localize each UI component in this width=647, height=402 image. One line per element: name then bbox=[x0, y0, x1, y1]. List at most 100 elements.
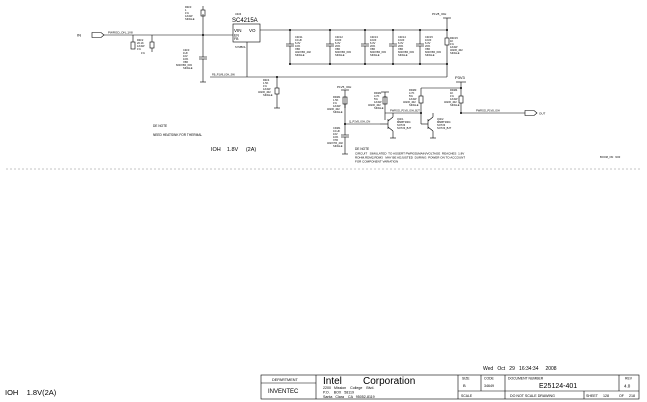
transistor-q4f2 bbox=[427, 113, 436, 139]
ic-ref: U403 bbox=[235, 12, 242, 16]
input-net: IN PWRGD_ON_1V8 bbox=[77, 31, 233, 38]
address-1: 2200 Mission College Blvd. bbox=[323, 386, 374, 390]
r4f15-v3: 402/R_402 bbox=[450, 48, 463, 52]
rev-value: 4.0 bbox=[624, 384, 631, 389]
r4f3-v1: 1% bbox=[185, 11, 189, 15]
c4f13-v0: 10UF bbox=[370, 38, 377, 42]
rdm2-v1: 5% bbox=[374, 97, 378, 101]
c4f15-v2: 20% bbox=[425, 44, 431, 48]
c4f11-v2: 10% bbox=[295, 44, 301, 48]
c4f11-v1: 6.3V bbox=[295, 41, 301, 45]
q4f1-ref: Q4F1 bbox=[397, 117, 404, 121]
note-thermal-1: DE NOTE bbox=[153, 124, 167, 128]
rdm1-ref: RDM1 bbox=[333, 95, 341, 99]
rdm2-ref: RDM2 bbox=[374, 91, 382, 95]
rdm1-v2: 1/16W bbox=[333, 104, 341, 108]
rdm1-v3: 402/R_402 bbox=[327, 107, 340, 111]
cdm1-v5: SINGLE bbox=[333, 144, 343, 148]
output-net-label: PWRGD_P1V8_IOH bbox=[476, 109, 500, 113]
rdm3-v2: 1/16W bbox=[409, 97, 417, 101]
c4f15-v3: X5R bbox=[425, 47, 430, 51]
ic-partno: SYMBOL bbox=[235, 45, 246, 49]
rdm4-v0: 1K bbox=[450, 91, 453, 95]
output-port-flag bbox=[524, 110, 538, 116]
c4f3-v0: 1UF bbox=[183, 51, 188, 55]
p1v5-label: P1V5_IOH bbox=[337, 85, 351, 89]
r4f15-ref: R4F15 bbox=[450, 36, 458, 40]
q4f2-v2: SOT23_BJT bbox=[437, 126, 452, 130]
company-name: Intel bbox=[323, 376, 342, 387]
docnum-value: E25124-401 bbox=[539, 383, 577, 390]
p3v3-label: P3V3 bbox=[455, 75, 466, 80]
c4f12-v4: 603/X5R_603 bbox=[335, 50, 351, 54]
rdm3-v4: SINGLE bbox=[409, 103, 419, 107]
c4f15-v0: 10UF bbox=[425, 38, 432, 42]
c4f13-v1: 6.3V bbox=[370, 41, 376, 45]
note-circuit-4: FOR COMPONENT VARIATION bbox=[355, 160, 398, 164]
r4f15-v2: 1/16W bbox=[450, 45, 458, 49]
c4f3-v2: 10% bbox=[183, 57, 189, 61]
rdm4-ref: RDM4 bbox=[450, 88, 458, 92]
cap-c4f13: C4F13 10UF 6.3V 20% X5R 603/X5R_603 SING… bbox=[361, 29, 386, 65]
rdm1-v0: 1.5K bbox=[333, 98, 339, 102]
cdm1-v0: 0.1UF bbox=[333, 129, 340, 133]
size-value: B bbox=[463, 383, 466, 388]
r4f15-v0: 1K bbox=[450, 39, 453, 43]
c4f3-ref: C4F3 bbox=[183, 48, 190, 52]
q-net-label: Q_P1V8_IOH_ON bbox=[349, 120, 370, 124]
c4f15-v1: 6.3V bbox=[425, 41, 431, 45]
ic-part: SC4215A bbox=[232, 18, 258, 24]
r4f4-ref: R4F4 bbox=[263, 78, 270, 82]
address-3: Santa Clara CA 95052-8119 bbox=[323, 395, 375, 399]
rdm3-v1: 5% bbox=[409, 94, 413, 98]
note-thermal-2: NEED HEATSINK FOR THERMAL bbox=[153, 133, 202, 137]
r4f2-v0: 20.1K bbox=[137, 41, 144, 45]
c4f3-v1: 10V bbox=[183, 54, 188, 58]
cdm1-v1: 16V bbox=[333, 132, 338, 136]
cdm1-v3: X7R bbox=[333, 138, 338, 142]
pgood-circuit: P1V5_IOH RDM1 1.5K 1% 1/16W 402/R_402 SI… bbox=[327, 75, 546, 155]
r4f3-v3: SINGLE bbox=[185, 17, 195, 21]
c4f11-v4: 402/X5R_402 bbox=[295, 50, 311, 54]
c4f12-v3: X5R bbox=[335, 47, 340, 51]
code-value: 34649 bbox=[484, 384, 494, 388]
c4f13-v5: SINGLE bbox=[370, 53, 380, 57]
c4f14-v1: 6.3V bbox=[398, 41, 404, 45]
rdm1-v4: SINGLE bbox=[333, 110, 343, 114]
c4f3-v3: X5R bbox=[183, 60, 188, 64]
c4f3-v4: 603/X5R_603 bbox=[176, 63, 192, 67]
c4f11-v0: 0.1UF bbox=[295, 38, 302, 42]
c4f11-v5: SINGLE bbox=[295, 53, 305, 57]
sheet-label: SHEET bbox=[586, 394, 599, 398]
q4f2-v1: SOT23 bbox=[437, 123, 446, 127]
feedback-net: FB_P1V8_IOH_SW R4F4 1.5K 1% 1/16W 402/R_… bbox=[210, 42, 447, 109]
top-rail-label: P1V8_IOH bbox=[432, 12, 446, 16]
input-port-label: IN bbox=[77, 33, 81, 38]
q4f2-v0: MMBT3904 bbox=[437, 120, 451, 124]
rdm3-v3: 402/R_402 bbox=[403, 100, 416, 104]
c4f12-ref: C4F12 bbox=[335, 35, 343, 39]
c4f14-v0: 10UF bbox=[398, 38, 405, 42]
ic-pin-en: EN bbox=[234, 34, 239, 38]
of-value: 218 bbox=[629, 394, 635, 398]
address-2: P.O. BOX 58119 bbox=[323, 391, 354, 395]
code-label: CODE bbox=[484, 377, 495, 381]
c4f12-v5: SINGLE bbox=[335, 53, 345, 57]
rdm4-v4: SINGLE bbox=[450, 103, 460, 107]
rdm2-v0: 4.7K bbox=[374, 94, 380, 98]
ic-pin-fb: FB bbox=[234, 37, 239, 41]
input-res2-label: 1% bbox=[141, 51, 145, 55]
rdm2-v4: SINGLE bbox=[374, 106, 384, 110]
r4f4-v0: 1.5K bbox=[263, 81, 269, 85]
fb-net-label: FB_P1V8_IOH_SW bbox=[212, 73, 235, 77]
ic-pin-vo: VO bbox=[249, 28, 256, 33]
r4f3-v0: 1 bbox=[185, 8, 187, 12]
r4f4-v3: 402/R_402 bbox=[258, 90, 271, 94]
sheet-tag: BOOM_ON N00 bbox=[600, 155, 621, 159]
input-net-label: PWRGD_ON_1V8 bbox=[108, 31, 133, 35]
of-label: OF bbox=[619, 394, 625, 398]
c4f12-v0: 10UF bbox=[335, 38, 342, 42]
r4f3-ref: R4F3 bbox=[185, 5, 192, 9]
resistor-r4f4 bbox=[274, 87, 280, 95]
rdm4-v1: 1% bbox=[450, 94, 454, 98]
